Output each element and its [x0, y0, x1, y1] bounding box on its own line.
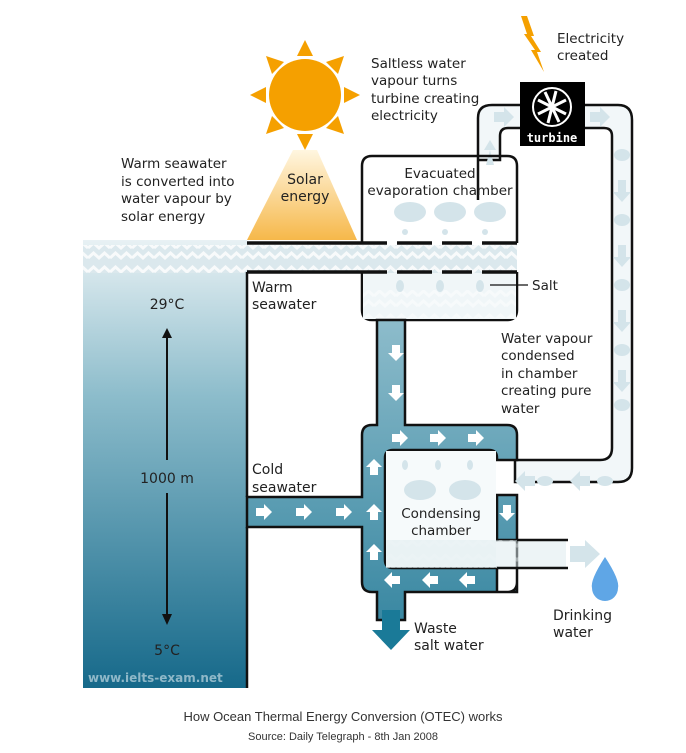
label-warm-seawater-2: seawater: [252, 297, 317, 313]
label-warm-converted: Warm seawater: [121, 156, 227, 172]
label-condensed-3: in chamber: [501, 366, 578, 382]
label-solar: Solar: [287, 172, 323, 188]
ocean-column: [83, 240, 247, 688]
label-waste-2: salt water: [414, 638, 484, 654]
label-saltless: Saltless water: [371, 56, 466, 72]
caption-title: How Ocean Thermal Energy Conversion (OTE…: [183, 709, 503, 724]
label-depth: 1000 m: [140, 471, 194, 487]
label-evap: Evacuated: [404, 166, 475, 182]
outflow-arrow: [570, 540, 600, 568]
label-condensed-4: creating pure: [501, 383, 591, 399]
turbine-label: turbine: [527, 131, 578, 145]
lightning-icon: [521, 16, 544, 72]
label-cold-seawater: Cold: [252, 462, 283, 478]
label-salt: Salt: [532, 278, 558, 294]
label-waste: Waste: [414, 621, 457, 637]
label-electricity-2: created: [557, 48, 608, 64]
vapour-flow-marks: [484, 107, 631, 491]
label-temp-bottom: 5°C: [154, 643, 180, 659]
waste-arrow: [372, 610, 410, 650]
label-warm-converted-2: is converted into: [121, 174, 234, 190]
label-saltless-3: turbine creating: [371, 91, 479, 107]
label-warm-seawater: Warm: [252, 280, 293, 296]
label-electricity: Electricity: [557, 31, 624, 47]
label-solar-2: energy: [281, 189, 330, 205]
sun-icon: [250, 40, 360, 150]
label-condensed-5: water: [501, 401, 540, 417]
watermark: www.ielts-exam.net: [88, 671, 223, 685]
label-drinking-2: water: [553, 625, 593, 641]
label-evap-2: evaporation chamber: [367, 183, 513, 199]
label-drinking: Drinking: [553, 608, 612, 624]
label-saltless-4: electricity: [371, 108, 438, 124]
label-condensing-2: chamber: [411, 523, 471, 539]
flow-arrows: [256, 345, 515, 588]
caption-source: Source: Daily Telegraph - 8th Jan 2008: [248, 731, 438, 743]
label-condensing: Condensing: [401, 506, 481, 522]
label-condensed: Water vapour: [501, 331, 593, 347]
water-drop-icon: [591, 557, 619, 601]
solar-cone: [247, 150, 357, 240]
label-warm-converted-4: solar energy: [121, 209, 205, 225]
label-temp-top: 29°C: [150, 297, 185, 313]
turbine-icon: [520, 82, 585, 146]
label-cold-seawater-2: seawater: [252, 480, 317, 496]
depth-arrow: [162, 328, 172, 625]
label-condensed-2: condensed: [501, 348, 575, 364]
label-warm-converted-3: water vapour by: [121, 191, 232, 207]
label-saltless-2: vapour turns: [371, 73, 457, 89]
cloud-icons: [394, 202, 506, 292]
